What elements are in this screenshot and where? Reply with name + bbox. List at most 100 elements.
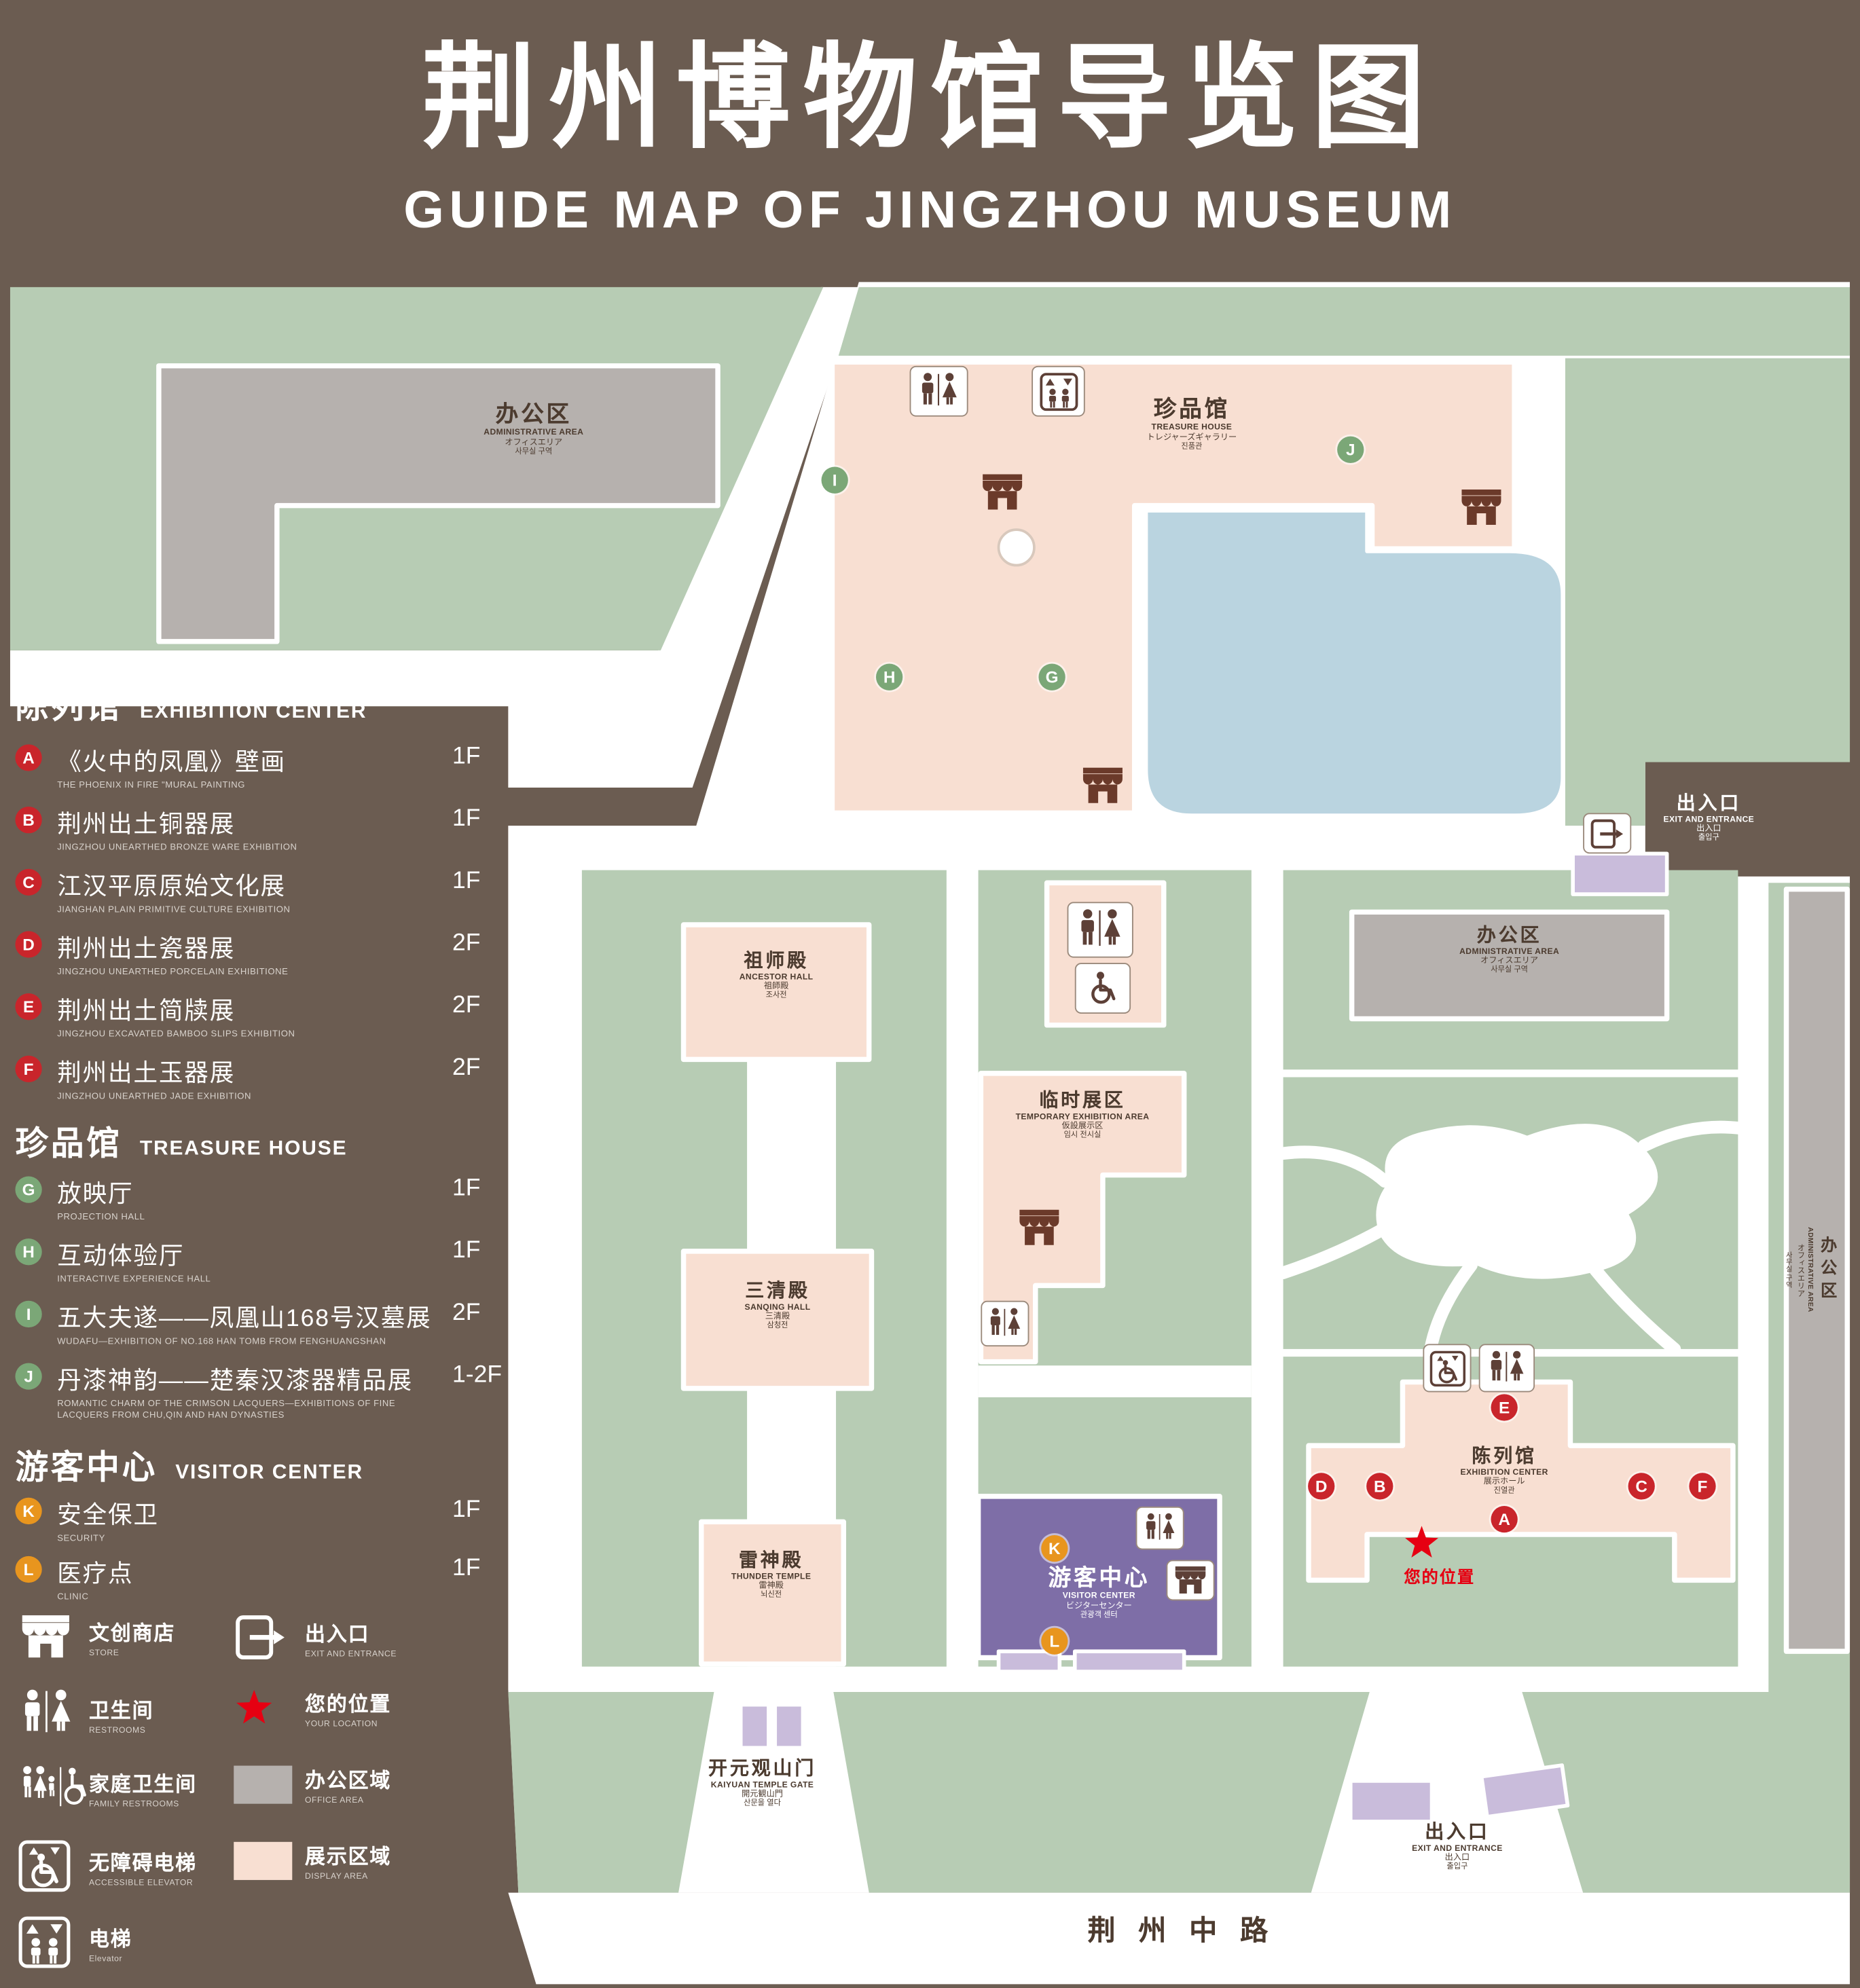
road bbox=[508, 1892, 1850, 1985]
badge-I: I bbox=[15, 1300, 42, 1328]
office-area-swatch bbox=[234, 1765, 305, 1803]
exit-opening-bottom bbox=[1311, 1692, 1584, 1893]
accessible-elevator-icon bbox=[18, 1839, 89, 1893]
store-icon bbox=[1014, 1207, 1065, 1247]
label-visitor-center: 游客中心 VISITOR CENTER ビジターセンター 관광객 센터 bbox=[1048, 1564, 1150, 1619]
badge-K: K bbox=[15, 1497, 42, 1525]
location-star-icon bbox=[234, 1687, 305, 1728]
badge-L: L bbox=[15, 1556, 42, 1583]
map-marker-J: J bbox=[1337, 436, 1364, 463]
label-road: 荆州中路 bbox=[1087, 1914, 1291, 1947]
map-marker-A: A bbox=[1491, 1505, 1518, 1533]
map-marker-B: B bbox=[1366, 1473, 1393, 1500]
elevator-icon bbox=[1032, 365, 1085, 417]
badge-H: H bbox=[15, 1238, 42, 1266]
gate-block-2 bbox=[773, 1702, 805, 1750]
garden-path-2 bbox=[1637, 1120, 1745, 1152]
visitor-center-annex-1 bbox=[996, 1649, 1062, 1674]
garden-path-1 bbox=[1277, 1145, 1391, 1188]
exit-icon bbox=[234, 1613, 305, 1661]
garden-path-3 bbox=[1589, 1264, 1681, 1356]
visitor-center-annex-2 bbox=[1072, 1649, 1186, 1674]
page-title: 荆州博物馆导览图 bbox=[422, 35, 1438, 163]
restroom-icon bbox=[1478, 1344, 1535, 1393]
header: 荆州博物馆导览图 GUIDE MAP OF JINGZHOU MUSEUM bbox=[0, 0, 1860, 240]
ancestor-hall-building bbox=[680, 922, 872, 1063]
map-marker-K: K bbox=[1041, 1534, 1068, 1562]
store-icon bbox=[1166, 1560, 1215, 1601]
elevator-icon bbox=[18, 1915, 89, 1969]
office-gap-path bbox=[10, 287, 862, 788]
store-icon bbox=[1456, 487, 1507, 528]
exit-icon bbox=[1583, 813, 1632, 854]
entrance-block-right bbox=[1571, 851, 1669, 896]
accessible-elevator-icon bbox=[1423, 1344, 1472, 1393]
map-marker-C: C bbox=[1628, 1473, 1655, 1500]
badge-J: J bbox=[15, 1363, 42, 1390]
map-marker-I: I bbox=[821, 466, 848, 494]
badge-A: A bbox=[15, 744, 42, 771]
store-icon bbox=[977, 471, 1028, 512]
restroom-icon bbox=[18, 1687, 89, 1741]
treasure-pond bbox=[1144, 509, 1565, 817]
garden-pond bbox=[1376, 1124, 1658, 1279]
label-exit-bottom: 出入口 EXIT AND ENTRANCE 出入口 출입구 bbox=[1412, 1821, 1503, 1871]
garden-path-4 bbox=[1424, 1259, 1478, 1356]
restroom-icon bbox=[909, 365, 968, 417]
label-exhibition-center: 陈列馆 EXHIBITION CENTER 展示ホール 진열관 bbox=[1460, 1446, 1548, 1496]
restroom-icon bbox=[1067, 902, 1133, 958]
map-marker-D: D bbox=[1308, 1473, 1335, 1500]
round-plaza bbox=[997, 528, 1036, 567]
family-restroom-icon bbox=[18, 1763, 89, 1811]
label-admin-right: 办公区 ADMINISTRATIVE AREA オフィスエリア 사무실 구역 bbox=[1784, 1228, 1838, 1313]
map-marker-F: F bbox=[1689, 1473, 1716, 1500]
label-kaiyuan-gate: 开元观山门 KAIYUAN TEMPLE GATE 開元観山門 산문을 열다 bbox=[708, 1758, 817, 1808]
gate-block-1 bbox=[738, 1702, 771, 1750]
label-thunder-temple: 雷神殿 THUNDER TEMPLE 雷神殿 뇌신전 bbox=[731, 1549, 812, 1600]
map-marker-E: E bbox=[1491, 1394, 1518, 1421]
garden-path-5 bbox=[1277, 1223, 1389, 1279]
green-top-strip bbox=[838, 287, 1850, 356]
exhibition-center-building bbox=[1306, 1379, 1736, 1583]
label-exit-right: 出入口 EXIT AND ENTRANCE 出入口 출입구 bbox=[1663, 792, 1755, 843]
page-subtitle: GUIDE MAP OF JINGZHOU MUSEUM bbox=[403, 180, 1457, 239]
temporary-exhibition-building bbox=[978, 1071, 1187, 1365]
badge-C: C bbox=[15, 868, 42, 896]
store-icon bbox=[18, 1613, 89, 1660]
badge-B: B bbox=[15, 807, 42, 834]
path-center bbox=[978, 1365, 1252, 1397]
sanqing-hall-building bbox=[680, 1249, 875, 1391]
admin-building-right bbox=[1783, 886, 1850, 1654]
your-location-star-icon bbox=[1402, 1524, 1440, 1562]
entrance-block-bottom-1 bbox=[1348, 1779, 1434, 1824]
store-icon bbox=[1078, 765, 1129, 805]
badge-D: D bbox=[15, 931, 42, 958]
badge-F: F bbox=[15, 1055, 42, 1083]
display-area-swatch bbox=[234, 1841, 305, 1879]
badge-G: G bbox=[15, 1176, 42, 1203]
